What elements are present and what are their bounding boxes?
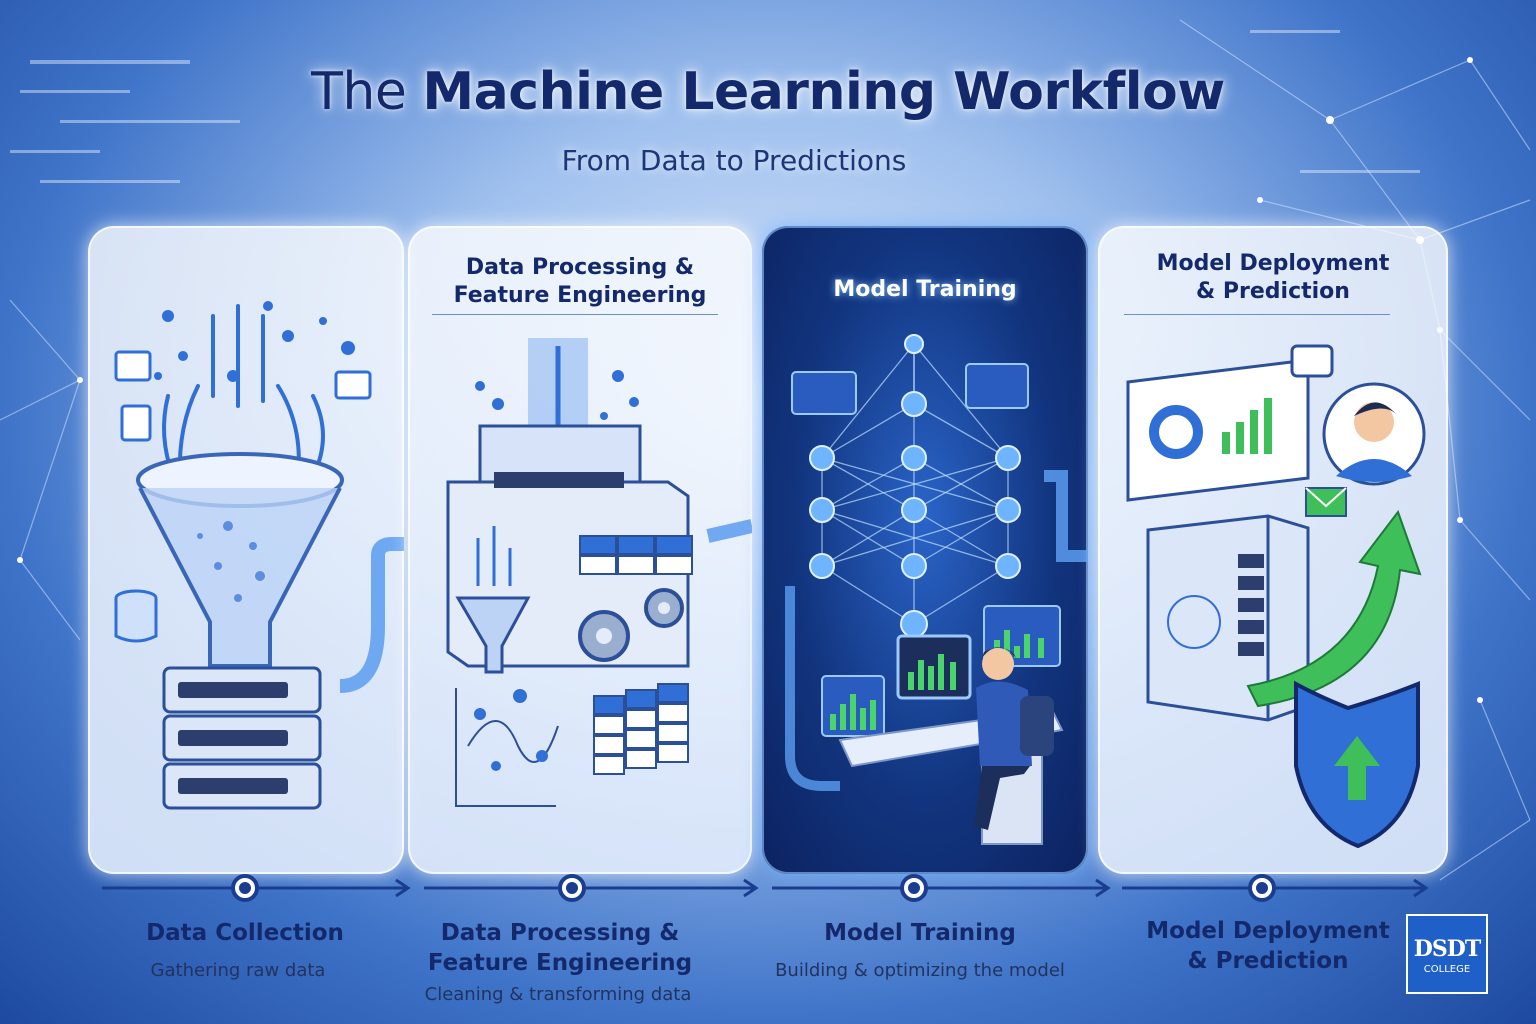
title-prefix: The <box>311 62 406 122</box>
panel-data-processing: Data Processing & Feature Engineering <box>408 226 752 874</box>
logo-line2: COLLEGE <box>1408 964 1486 975</box>
processing-machine-icon <box>408 226 752 874</box>
step-1-name-line1: Data Collection <box>100 918 390 948</box>
step-data-collection-name: Data Collection <box>100 918 390 948</box>
step-model-training-name: Model Training <box>770 918 1070 948</box>
panel-model-deployment: Model Deployment & Prediction <box>1098 226 1448 874</box>
step-3-name-line1: Model Training <box>770 918 1070 948</box>
step-model-training-desc: Building & optimizing the model <box>770 960 1070 981</box>
step-data-collection-desc: Gathering raw data <box>100 960 376 981</box>
page-subtitle: From Data to Predictions <box>0 144 1468 177</box>
step-2-name-line1: Data Processing & <box>412 918 708 948</box>
panel-model-training: Model Training <box>762 226 1088 874</box>
step-4-name-line1: Model Deployment <box>1130 916 1406 946</box>
page-title: The Machine Learning Workflow <box>0 62 1536 122</box>
neural-network-icon <box>762 226 1088 874</box>
panel-data-collection <box>88 226 404 874</box>
title-main: Machine Learning Workflow <box>422 62 1224 122</box>
step-2-name-line2: Feature Engineering <box>412 948 708 978</box>
logo-line1: DSDT <box>1408 936 1486 962</box>
step-data-processing-name: Data Processing & Feature Engineering <box>412 918 708 978</box>
college-logo: DSDT COLLEGE <box>1406 914 1488 994</box>
step-model-deployment-name: Model Deployment & Prediction <box>1130 916 1406 976</box>
server-deployment-icon <box>1098 226 1448 874</box>
funnel-server-icon <box>88 226 404 874</box>
workflow-timeline <box>0 860 1536 920</box>
step-data-processing-desc: Cleaning & transforming data <box>412 984 704 1005</box>
step-4-name-line2: & Prediction <box>1130 946 1406 976</box>
